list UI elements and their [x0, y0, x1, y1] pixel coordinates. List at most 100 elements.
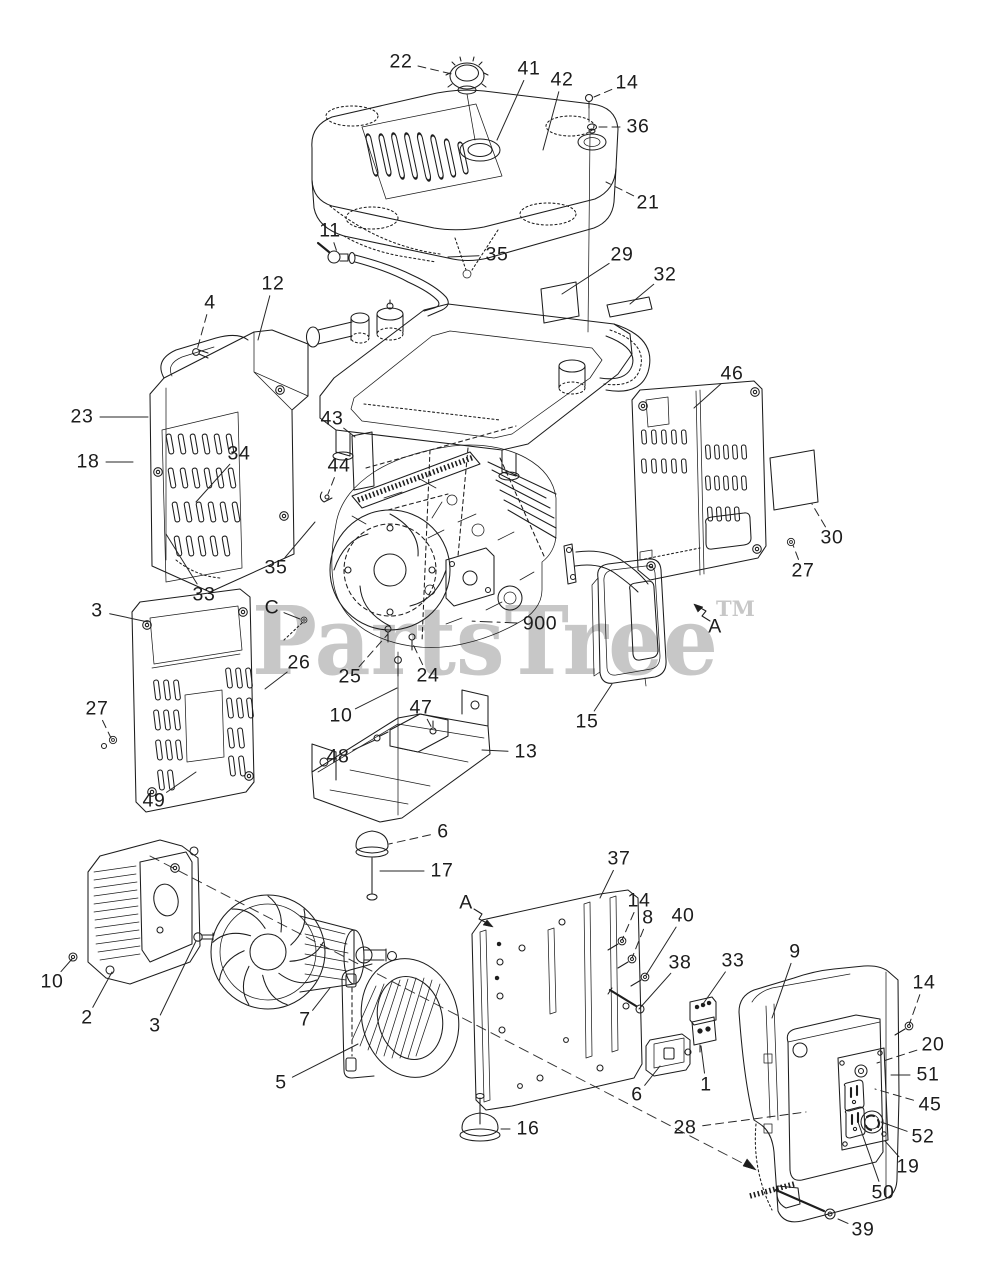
callout-3: 3	[149, 1014, 161, 1037]
leader-41	[496, 80, 525, 141]
callout-16: 16	[516, 1117, 540, 1140]
leader-39	[837, 1218, 849, 1224]
callout-8: 8	[642, 906, 654, 929]
twistlock-outlet	[860, 1110, 884, 1134]
outlet-panel	[837, 1047, 889, 1151]
callout-25: 25	[338, 665, 362, 688]
callout-46: 46	[720, 362, 744, 385]
callout-12: 12	[261, 272, 285, 295]
leader-1	[700, 1045, 705, 1074]
front-panel	[131, 588, 255, 813]
callout-27: 27	[791, 559, 815, 582]
callout-44: 44	[327, 454, 351, 477]
callout-6: 6	[437, 820, 449, 843]
callout-45: 45	[918, 1093, 942, 1116]
leader-13	[481, 749, 509, 752]
callout-11: 11	[319, 219, 341, 242]
leader-12	[257, 295, 271, 341]
callout-35: 35	[264, 556, 288, 579]
leader-10	[60, 958, 73, 973]
callout-A: A	[459, 891, 473, 914]
rear-housing	[149, 329, 309, 593]
callout-51: 51	[916, 1063, 940, 1086]
leader-14	[593, 88, 613, 98]
leader-22	[417, 65, 453, 75]
leader-37	[599, 869, 614, 899]
leader-28	[702, 1111, 807, 1127]
callout-32: 32	[653, 263, 677, 286]
watermark-text: PartsTree	[252, 586, 718, 697]
callout-1: 1	[700, 1073, 712, 1096]
callout-6: 6	[631, 1083, 643, 1106]
callout-20: 20	[921, 1033, 945, 1056]
callout-33: 33	[192, 583, 216, 606]
callout-34: 34	[227, 442, 251, 465]
exhaust-elbow	[563, 543, 649, 593]
stator	[341, 958, 460, 1079]
panel-screws	[607, 936, 650, 1014]
bolt-39	[774, 1188, 836, 1220]
leader-15	[593, 683, 613, 712]
leader-43	[343, 427, 356, 438]
watermark-tm: TM	[716, 596, 755, 621]
callout-21: 21	[636, 191, 660, 214]
leader-34	[195, 463, 231, 503]
bolt-10-left	[68, 952, 78, 962]
screw-14-right	[894, 1021, 914, 1036]
callout-2: 2	[81, 1006, 93, 1029]
vibration-foot-rear	[459, 1092, 501, 1142]
leader-8	[631, 928, 644, 959]
callout-23: 23	[70, 405, 94, 428]
leader-50	[857, 1121, 880, 1182]
leader-33	[702, 971, 726, 1005]
callout-33: 33	[721, 949, 745, 972]
callout-C: C	[264, 596, 280, 619]
callout-19: 19	[896, 1155, 920, 1178]
leader-24	[411, 641, 424, 666]
fuel-cap	[445, 56, 489, 141]
explosion-axis-line	[149, 855, 757, 1171]
duplex-outlet-upper	[843, 1078, 866, 1113]
callout-50: 50	[871, 1181, 895, 1204]
leader-3	[159, 940, 197, 1016]
leader-38	[638, 972, 672, 1010]
clip-44	[319, 491, 333, 503]
leader-30	[811, 503, 826, 528]
leader-42	[542, 91, 560, 151]
callout-52: 52	[911, 1125, 935, 1148]
callout-4: 4	[204, 291, 216, 314]
callout-22: 22	[389, 50, 413, 73]
screw-27-right	[786, 537, 796, 547]
callout-30: 30	[820, 526, 844, 549]
leader-47	[426, 718, 434, 731]
callout-42: 42	[550, 68, 574, 91]
fuel-valve	[316, 241, 356, 265]
leader-52	[880, 1121, 908, 1132]
frame-cradle	[305, 299, 651, 481]
callout-37: 37	[607, 847, 631, 870]
callout-40: 40	[671, 904, 695, 927]
rear-panel	[471, 889, 643, 1111]
leader-19	[884, 1140, 900, 1158]
leader-21	[605, 181, 635, 197]
leader-C	[283, 612, 301, 620]
leader-900	[467, 620, 518, 624]
screw-c	[283, 616, 308, 641]
callout-A: A	[708, 615, 722, 638]
leader-10	[354, 687, 398, 710]
leader-26	[264, 671, 288, 690]
leader-35	[284, 521, 316, 559]
callout-47: 47	[409, 696, 433, 719]
bolt-3-left	[193, 932, 215, 942]
leader-48	[352, 739, 376, 751]
leader-35	[447, 255, 480, 258]
callout-38: 38	[668, 951, 692, 974]
callout-29: 29	[610, 243, 634, 266]
callout-9: 9	[789, 940, 801, 963]
leader-27	[792, 544, 799, 560]
vibration-foot-front	[355, 830, 389, 901]
leader-6	[644, 1065, 661, 1086]
leader-46	[693, 383, 722, 409]
callout-36: 36	[626, 115, 650, 138]
